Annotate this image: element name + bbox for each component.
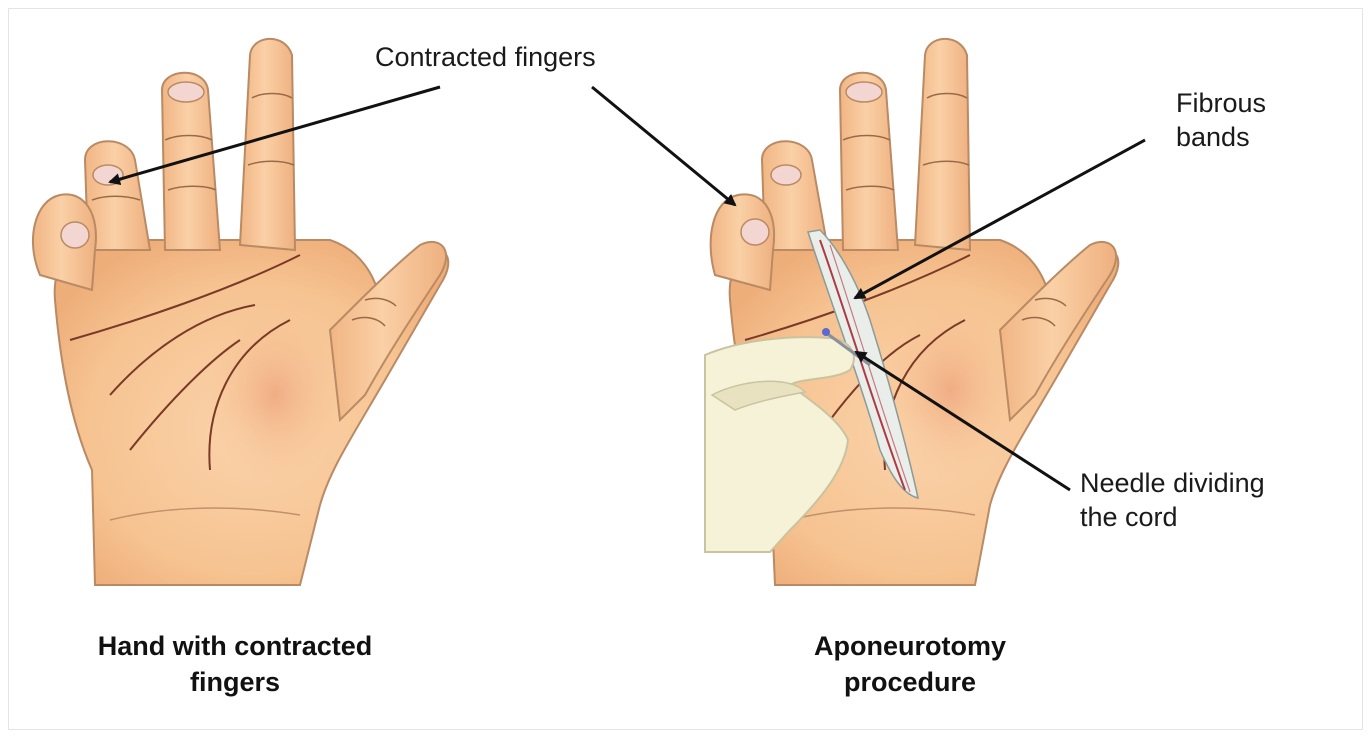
left-ring-nail xyxy=(93,165,123,185)
left-middle-finger xyxy=(240,39,295,250)
label-fibrous-line2: bands xyxy=(1176,120,1266,154)
caption-left-line1: Hand with contracted xyxy=(40,628,430,664)
right-little-nail xyxy=(741,219,769,245)
left-thenar-shade xyxy=(205,305,345,485)
caption-left: Hand with contracted fingers xyxy=(40,628,430,700)
caption-right-line2: procedure xyxy=(730,664,1090,700)
label-contracted-fingers: Contracted fingers xyxy=(375,40,596,74)
right-middle-finger xyxy=(915,39,970,250)
label-needle-dividing: Needle dividing the cord xyxy=(1080,466,1265,534)
right-index-nail xyxy=(846,82,882,102)
label-fibrous-bands: Fibrous bands xyxy=(1176,86,1266,154)
left-index-nail xyxy=(168,82,204,102)
right-hand-illustration xyxy=(705,39,1118,585)
right-ring-nail xyxy=(771,165,801,185)
label-needle-line1: Needle dividing xyxy=(1080,466,1265,500)
left-little-nail xyxy=(61,222,89,248)
label-fibrous-line1: Fibrous xyxy=(1176,86,1266,120)
needle-tip xyxy=(822,328,830,336)
caption-right-line1: Aponeurotomy xyxy=(730,628,1090,664)
caption-right: Aponeurotomy procedure xyxy=(730,628,1090,700)
arrow-contracted-right xyxy=(592,87,735,205)
caption-left-line2: fingers xyxy=(40,664,430,700)
left-hand-illustration xyxy=(33,39,448,585)
label-needle-line2: the cord xyxy=(1080,500,1265,534)
